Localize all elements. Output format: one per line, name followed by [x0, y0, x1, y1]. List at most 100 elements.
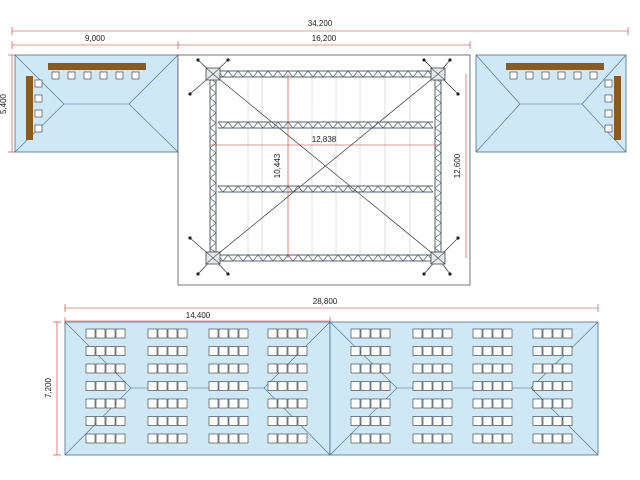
chair	[228, 433, 239, 444]
chair	[482, 433, 493, 444]
chair	[157, 363, 168, 374]
chair	[412, 363, 423, 374]
chair	[157, 433, 168, 444]
chair	[277, 381, 288, 391]
chair	[105, 398, 116, 409]
chair	[267, 416, 278, 426]
chair	[502, 398, 513, 409]
chair	[525, 71, 534, 80]
chair	[552, 398, 563, 409]
chair	[532, 363, 543, 374]
chair	[105, 416, 116, 426]
chair	[177, 416, 188, 426]
horizontal-truss	[217, 121, 434, 129]
chair	[167, 328, 178, 339]
chair	[167, 416, 178, 426]
chair	[297, 346, 308, 356]
chair	[208, 416, 219, 426]
chair	[412, 346, 423, 356]
chair	[277, 433, 288, 444]
chair	[360, 381, 371, 391]
chair	[267, 398, 278, 409]
chair	[157, 328, 168, 339]
left-top-table	[48, 63, 146, 70]
chair	[83, 71, 92, 80]
chair	[95, 381, 106, 391]
chair	[472, 328, 483, 339]
chair	[350, 328, 361, 339]
chair	[492, 328, 503, 339]
chair	[157, 381, 168, 391]
chair	[482, 416, 493, 426]
chair	[472, 346, 483, 356]
chair	[218, 433, 229, 444]
chair	[360, 433, 371, 444]
chair	[277, 398, 288, 409]
chair	[422, 363, 433, 374]
chair	[380, 381, 391, 391]
chair	[370, 346, 381, 356]
chair	[277, 346, 288, 356]
chair	[422, 328, 433, 339]
chair	[380, 346, 391, 356]
chair	[277, 328, 288, 339]
chair	[412, 433, 423, 444]
chair	[552, 328, 563, 339]
center-depth-label: 12,600	[453, 153, 462, 178]
chair	[277, 363, 288, 374]
chair	[95, 363, 106, 374]
chair	[370, 381, 381, 391]
chair	[589, 71, 598, 80]
chair	[370, 328, 381, 339]
chair	[297, 416, 308, 426]
chair	[238, 346, 249, 356]
chair	[85, 433, 96, 444]
chair	[297, 398, 308, 409]
chair	[562, 433, 573, 444]
chair	[542, 346, 553, 356]
chair	[604, 94, 613, 103]
chair	[34, 79, 43, 88]
chair	[542, 363, 553, 374]
chair	[557, 71, 566, 80]
center-width-label: 16,200	[312, 34, 337, 43]
chair	[228, 346, 239, 356]
chair	[157, 416, 168, 426]
chair	[532, 328, 543, 339]
chair	[147, 416, 158, 426]
chair	[422, 398, 433, 409]
chair	[131, 71, 140, 80]
chair	[115, 433, 126, 444]
chair	[167, 346, 178, 356]
chair	[167, 381, 178, 391]
chair	[532, 381, 543, 391]
chair	[492, 381, 503, 391]
chair	[297, 328, 308, 339]
left-tent-depth-label: 5,400	[0, 93, 8, 114]
chair	[509, 71, 518, 80]
chair	[542, 398, 553, 409]
chair	[95, 416, 106, 426]
chair	[177, 328, 188, 339]
chair	[228, 328, 239, 339]
chair	[502, 381, 513, 391]
horizontal-truss	[217, 254, 434, 262]
chair	[287, 433, 298, 444]
bottom-seating-grid	[85, 328, 573, 444]
chair	[502, 363, 513, 374]
chair	[472, 416, 483, 426]
chair	[442, 363, 453, 374]
chair	[105, 433, 116, 444]
vertical-truss	[434, 77, 442, 255]
chair	[147, 381, 158, 391]
left-tent-width-label: 9,000	[85, 34, 106, 43]
chair	[115, 381, 126, 391]
chair	[218, 363, 229, 374]
chair	[115, 363, 126, 374]
chair	[472, 398, 483, 409]
chair	[157, 346, 168, 356]
chair	[482, 381, 493, 391]
chair	[542, 381, 553, 391]
chair	[604, 124, 613, 133]
chair	[85, 328, 96, 339]
